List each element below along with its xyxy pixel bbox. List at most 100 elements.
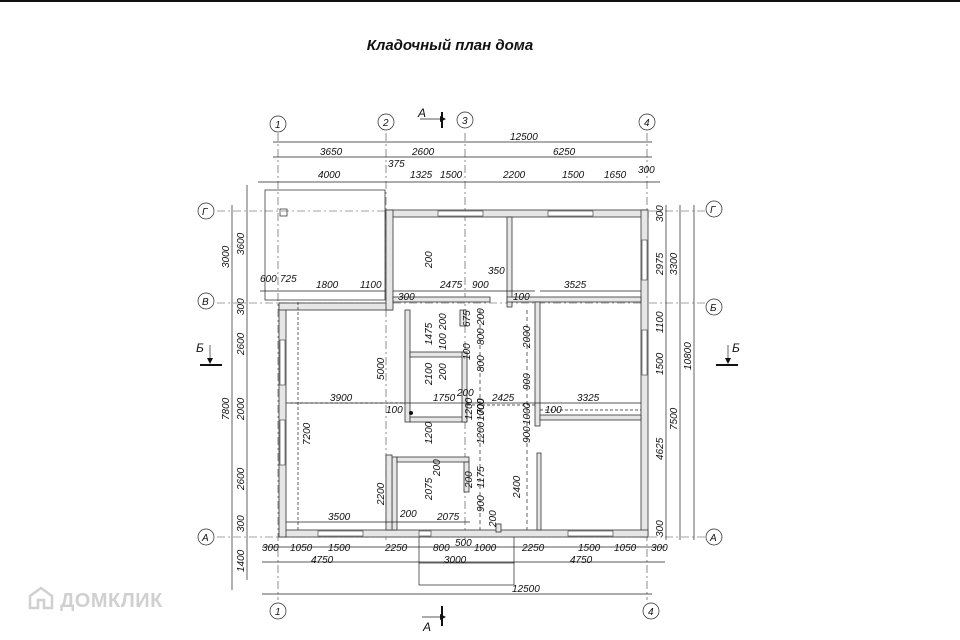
svg-text:200: 200	[476, 308, 487, 326]
svg-text:1200: 1200	[476, 421, 487, 444]
svg-text:300: 300	[236, 298, 247, 315]
svg-text:1500: 1500	[440, 170, 463, 181]
axis-markers: 1 2 3 4 1 4 Г В А Г Б А	[197, 111, 723, 620]
axis-g-left: Г	[202, 207, 209, 218]
svg-text:3600: 3600	[236, 232, 247, 255]
svg-text:3000: 3000	[444, 555, 467, 566]
svg-text:2075: 2075	[424, 477, 435, 501]
section-b-right: Б	[732, 341, 740, 355]
svg-text:1200: 1200	[424, 421, 435, 444]
svg-text:3000: 3000	[221, 245, 232, 268]
svg-text:300: 300	[655, 520, 666, 537]
svg-text:2600: 2600	[236, 467, 247, 491]
axis-b-right: Б	[710, 303, 717, 314]
svg-text:2425: 2425	[491, 393, 515, 404]
svg-text:2475: 2475	[439, 280, 463, 291]
dimension-texts: 12500 3650 2600 6250 375 4000 1325 1500 …	[221, 132, 694, 595]
section-a-bottom: А	[422, 620, 431, 634]
svg-text:2200: 2200	[376, 482, 387, 506]
svg-text:3300: 3300	[669, 252, 680, 275]
svg-text:200: 200	[464, 471, 475, 489]
svg-text:900: 900	[472, 280, 489, 291]
axis-1-top: 1	[275, 120, 281, 131]
drawing-title: Кладочный план дома	[366, 37, 534, 54]
svg-text:200: 200	[424, 251, 435, 269]
svg-text:3525: 3525	[564, 280, 587, 291]
domklik-watermark: ДОМКЛИК	[28, 586, 163, 616]
svg-text:100: 100	[438, 333, 449, 350]
svg-text:12500: 12500	[510, 132, 538, 143]
svg-text:1400: 1400	[236, 549, 247, 572]
svg-text:200: 200	[488, 510, 499, 528]
svg-text:1050: 1050	[290, 543, 313, 554]
svg-text:900: 900	[476, 495, 487, 512]
svg-text:1100: 1100	[655, 311, 666, 333]
svg-text:500: 500	[455, 538, 472, 549]
svg-text:800: 800	[476, 328, 487, 345]
svg-text:200: 200	[399, 509, 417, 520]
svg-text:100: 100	[386, 405, 403, 416]
axis-4-top: 4	[644, 118, 650, 129]
svg-text:300: 300	[655, 205, 666, 222]
svg-text:6250: 6250	[553, 147, 576, 158]
svg-text:300: 300	[236, 515, 247, 532]
svg-text:900: 900	[522, 373, 533, 390]
svg-text:2250: 2250	[384, 543, 408, 554]
svg-text:3900: 3900	[330, 393, 353, 404]
svg-text:7200: 7200	[302, 422, 313, 445]
svg-text:1500: 1500	[578, 543, 601, 554]
svg-text:12500: 12500	[512, 584, 540, 595]
svg-text:3650: 3650	[320, 147, 343, 158]
svg-text:4750: 4750	[311, 555, 334, 566]
svg-text:100: 100	[545, 405, 562, 416]
axis-2-top: 2	[382, 118, 389, 129]
watermark-text: ДОМКЛИК	[60, 589, 163, 612]
svg-text:1200: 1200	[464, 397, 475, 420]
svg-text:1000: 1000	[474, 543, 497, 554]
svg-text:2975: 2975	[655, 252, 666, 276]
svg-text:300: 300	[398, 292, 415, 303]
svg-text:1500: 1500	[328, 543, 351, 554]
axis-a-left: А	[201, 533, 209, 544]
section-a-top: А	[417, 106, 426, 120]
svg-text:375: 375	[388, 159, 405, 170]
svg-text:1100: 1100	[360, 280, 382, 291]
svg-text:2400: 2400	[512, 475, 523, 499]
svg-text:1175: 1175	[476, 466, 487, 488]
svg-text:200: 200	[438, 363, 449, 381]
svg-text:700: 700	[476, 398, 487, 415]
svg-text:1325: 1325	[410, 170, 433, 181]
svg-text:675: 675	[462, 310, 473, 327]
svg-text:1650: 1650	[604, 170, 627, 181]
svg-text:300: 300	[638, 165, 655, 176]
svg-text:1000: 1000	[476, 398, 487, 421]
axis-a-right: А	[709, 533, 717, 544]
windows	[279, 210, 648, 537]
axis-v-left: В	[202, 297, 209, 308]
axis-g-right: Г	[710, 205, 717, 216]
svg-text:350: 350	[488, 266, 505, 277]
svg-text:3500: 3500	[328, 512, 351, 523]
svg-text:4625: 4625	[655, 437, 666, 460]
dimension-lines	[231, 141, 695, 595]
svg-text:1475: 1475	[424, 322, 435, 345]
svg-text:7500: 7500	[669, 407, 680, 430]
svg-text:2000: 2000	[236, 397, 247, 421]
svg-text:900: 900	[522, 426, 533, 443]
svg-text:100: 100	[513, 292, 530, 303]
svg-text:725: 725	[280, 274, 297, 285]
svg-text:3325: 3325	[577, 393, 600, 404]
svg-text:1000: 1000	[522, 402, 533, 425]
section-b-left: Б	[196, 341, 204, 355]
svg-text:800: 800	[433, 543, 450, 554]
svg-text:1050: 1050	[614, 543, 637, 554]
svg-text:2100: 2100	[424, 362, 435, 386]
porch	[264, 189, 515, 586]
svg-text:2600: 2600	[236, 332, 247, 356]
svg-text:1750: 1750	[433, 393, 456, 404]
svg-text:2600: 2600	[411, 147, 435, 158]
axis-1-bottom: 1	[275, 607, 281, 618]
top-border-line	[0, 0, 960, 2]
svg-text:1500: 1500	[655, 352, 666, 375]
